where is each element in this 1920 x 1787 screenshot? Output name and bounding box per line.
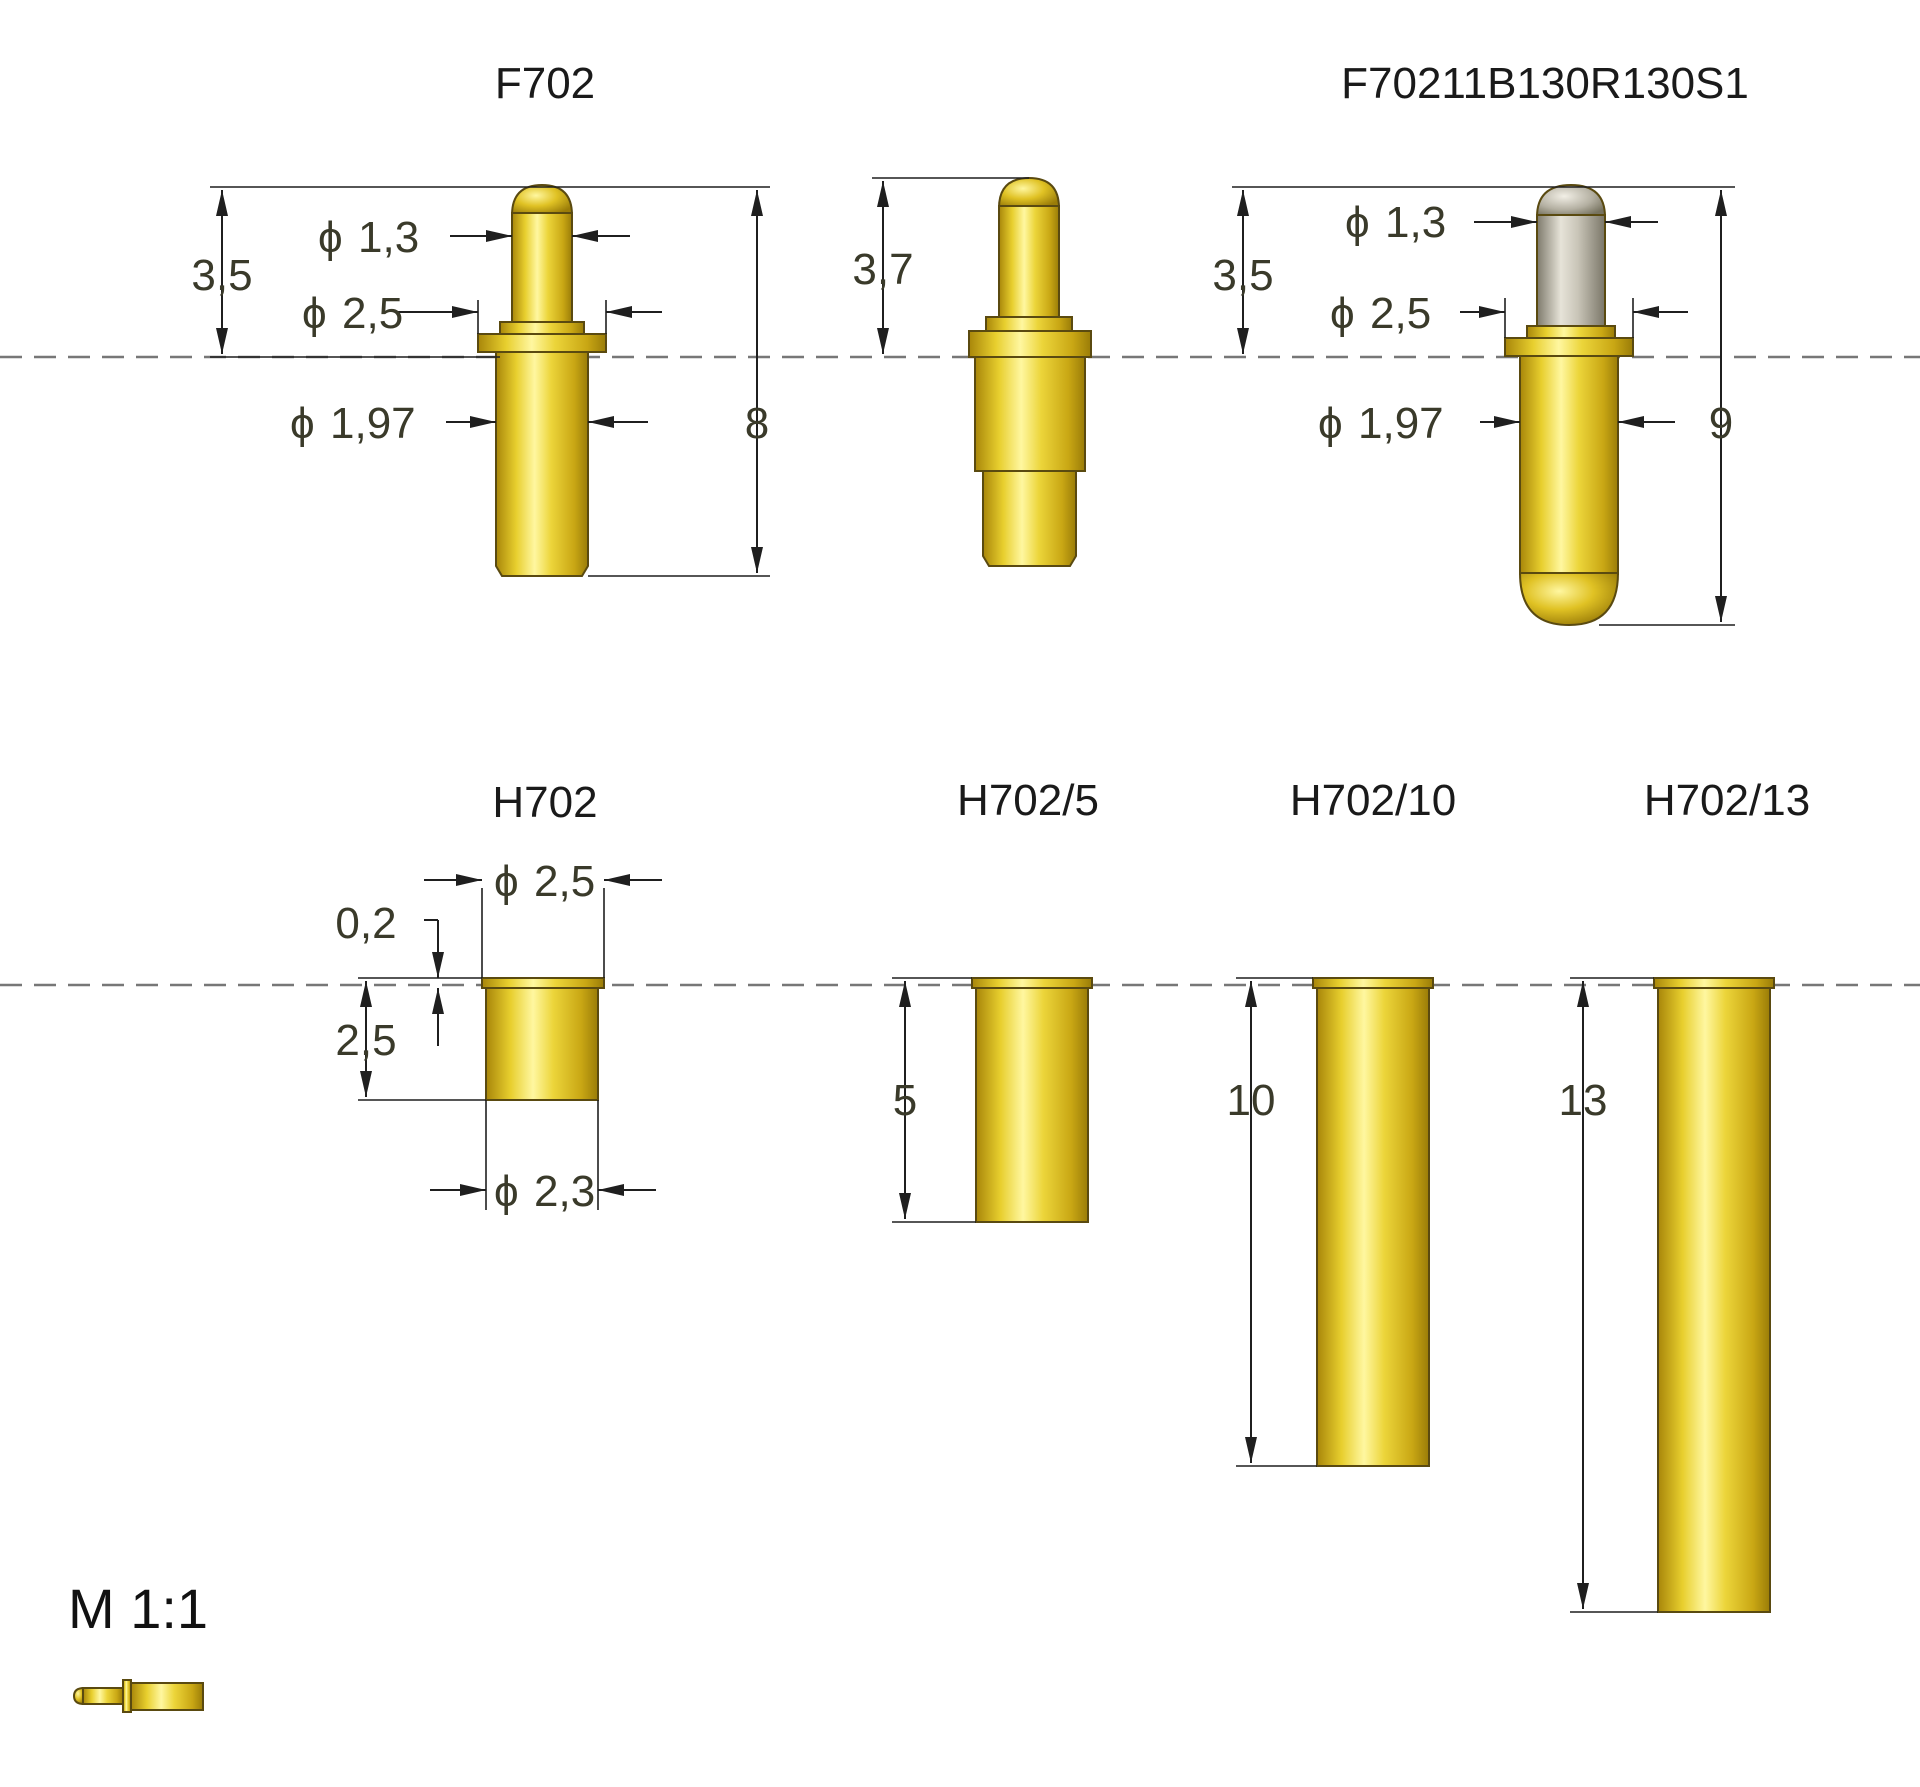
probe-f702: [477, 183, 607, 577]
title-f70211: F70211B130R130S1: [1341, 59, 1749, 108]
title-h702-10: H702/10: [1290, 776, 1456, 825]
dim-f702-tip-diameter: 1,3: [358, 213, 419, 262]
dim-f70211-plunger-length: 3,5: [1212, 251, 1273, 300]
title-f702: F702: [495, 59, 595, 108]
dim-f70211-total-length: 9: [1709, 399, 1733, 448]
dimensions-f702: 3,5 ϕ 1,3 ϕ 2,5 ϕ 1,97 8: [191, 186, 770, 577]
dim-h702-collar-height: 0,2: [335, 899, 396, 948]
scale-probe-miniature: [72, 1679, 204, 1713]
diameter-symbol: ϕ: [1318, 399, 1343, 448]
dimensions-h702: ϕ 2,5 0,2 2,5 ϕ 2,3: [335, 857, 662, 1216]
dim-h702-bottom-diameter: 2,3: [534, 1167, 595, 1216]
dim-f70211-body-diameter: 1,97: [1358, 399, 1444, 448]
dim-f702-collar-diameter: 2,5: [342, 289, 403, 338]
diameter-symbol: ϕ: [318, 213, 343, 262]
title-h702-13: H702/13: [1644, 776, 1810, 825]
dim-f702-plunger-length: 3,5: [191, 251, 252, 300]
dimensions-h702-13: 13: [1559, 977, 1658, 1613]
diameter-symbol: ϕ: [290, 399, 315, 448]
dim-f702-total-length: 8: [745, 399, 769, 448]
probe-middle: [968, 176, 1092, 567]
dim-h702-length: 2,5: [335, 1016, 396, 1065]
dim-f70211-tip-diameter: 1,3: [1385, 198, 1446, 247]
dim-f702-body-diameter: 1,97: [330, 399, 416, 448]
diameter-symbol: ϕ: [302, 289, 327, 338]
diameter-symbol: ϕ: [1330, 289, 1355, 338]
dim-h702-5-length: 5: [893, 1076, 917, 1125]
title-h702-5: H702/5: [957, 776, 1099, 825]
receptacle-h702-13: [1653, 977, 1775, 1613]
dim-h702-10-length: 10: [1227, 1076, 1276, 1125]
receptacle-h702-10: [1312, 977, 1434, 1467]
dimensions-h702-10: 10: [1227, 977, 1317, 1467]
dimensions-f70211: 3,5 ϕ 1,3 ϕ 2,5 ϕ 1,97 9: [1212, 186, 1735, 626]
diameter-symbol: ϕ: [494, 857, 519, 906]
title-h702: H702: [492, 778, 597, 827]
dim-middle-plunger-length: 3,7: [852, 245, 913, 294]
dim-h702-13-length: 13: [1559, 1076, 1608, 1125]
diameter-symbol: ϕ: [494, 1167, 519, 1216]
receptacle-h702: [481, 977, 605, 1101]
receptacle-h702-5: [971, 977, 1093, 1223]
dim-f70211-collar-diameter: 2,5: [1370, 289, 1431, 338]
dim-h702-top-diameter: 2,5: [534, 857, 595, 906]
diameter-symbol: ϕ: [1345, 198, 1370, 247]
dimensions-h702-5: 5: [892, 977, 976, 1223]
probe-f70211: [1504, 183, 1634, 627]
dimensions-middle: 3,7: [852, 177, 1029, 354]
scale-label: M 1:1: [68, 1577, 208, 1640]
